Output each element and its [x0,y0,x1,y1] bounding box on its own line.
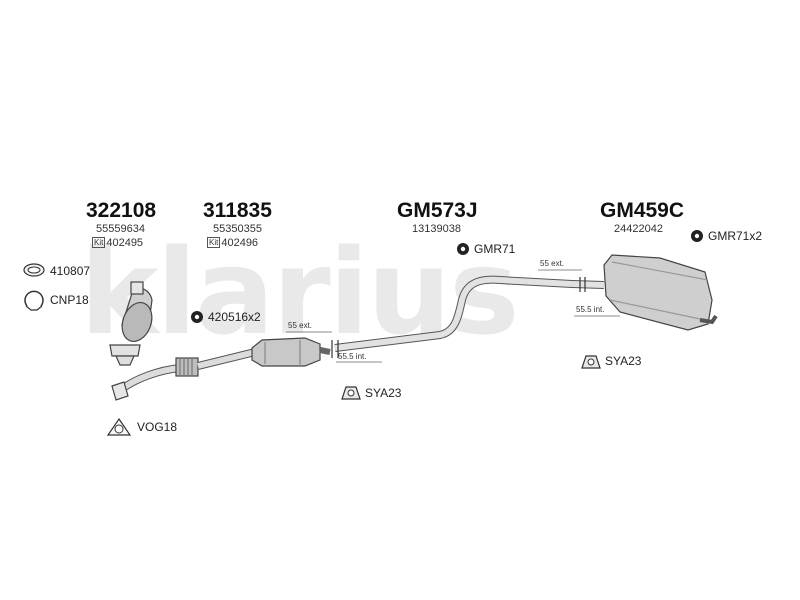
fitting-label: SYA23 [365,386,402,400]
part-number-322108: 322108 [86,199,157,222]
oem-number: 24422042 [614,223,663,235]
manifold-catalyst [109,281,153,366]
fitting-label: GMR71x2 [708,229,763,243]
dimension-note: 55.5 int. [338,352,367,361]
clamp-ring-icon [23,263,45,277]
pipe-clamp-icon [24,290,44,311]
oem-number: 55559634 [96,223,145,235]
kit-number-value: 402496 [221,237,259,249]
dimension-note: 55.5 int. [576,305,605,314]
fitting-kit-icon [191,311,203,323]
gasket-icon [106,417,132,436]
kit-number-value: 402495 [106,237,144,249]
rubber-mount-icon [581,355,601,369]
part-number-gm459c: GM459C [600,199,685,222]
rear-silencer [571,254,718,331]
rubber-mount-icon [341,386,361,400]
oem-number: 13139038 [412,223,461,235]
dimension-note: 55 ext. [288,321,313,330]
dimension-leaders [286,269,620,363]
kit-tag: Kit [92,237,106,248]
underfloor-catalyst [251,337,331,367]
fitting-label: GMR71 [474,242,516,256]
fitting-kit-icon [691,230,703,242]
centre-pipe [331,275,573,358]
part-number-gm573j: GM573J [397,199,478,222]
fitting-label: SYA23 [605,354,642,368]
fitting-label: VOG18 [137,420,178,434]
fitting-kit-icon [457,243,469,255]
fitting-label: CNP18 [50,293,89,307]
part-number-311835: 311835 [203,199,272,222]
fitting-label: 420516x2 [208,310,261,324]
oem-number: 55350355 [213,223,262,235]
front-pipe [111,348,256,401]
dimension-note: 55 ext. [540,259,565,268]
fitting-label: 410807 [50,264,91,278]
kit-tag: Kit [207,237,221,248]
